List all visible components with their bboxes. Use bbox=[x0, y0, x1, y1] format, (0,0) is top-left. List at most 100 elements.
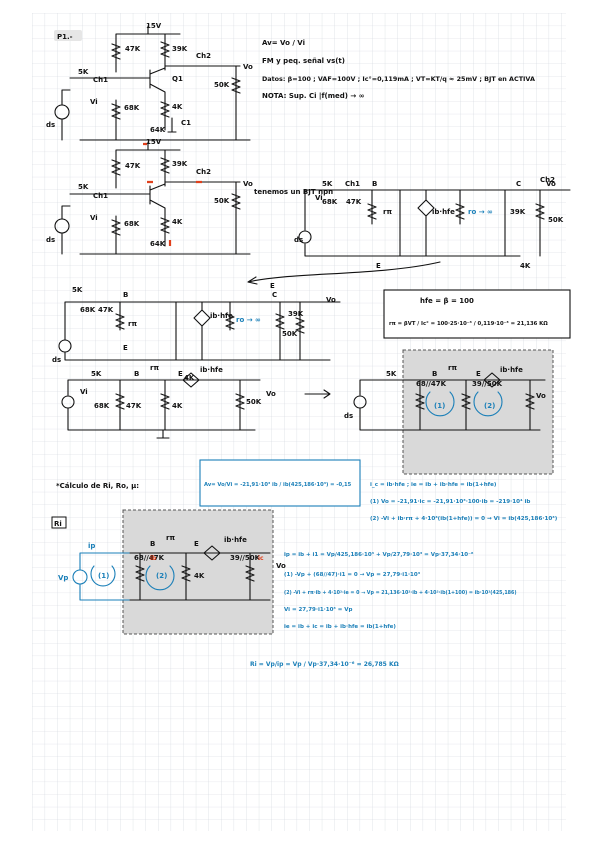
gm-ri: ib·hfe bbox=[224, 536, 247, 544]
label-ch1-2: Ch1 bbox=[93, 192, 108, 200]
r68k-3: 68K bbox=[94, 402, 110, 410]
label-vi-2: Vi bbox=[90, 214, 98, 222]
vo-ri: Vo bbox=[276, 562, 286, 570]
ri-l1: (1) -Vp + (68//47)·i1 = 0 → Vp = 27,79·i… bbox=[284, 571, 421, 578]
r4k-ri: 4K bbox=[194, 572, 205, 580]
label-r50k: 50K bbox=[214, 81, 230, 89]
r5k-h1: 5K bbox=[322, 180, 333, 188]
r47k-h2: 47K bbox=[98, 306, 114, 314]
loop2-4: (2) bbox=[484, 402, 495, 410]
label-vcc-2: 15V bbox=[146, 138, 162, 146]
b-3: B bbox=[134, 370, 139, 378]
r68k-h2: 68K bbox=[80, 306, 96, 314]
eq-currents: i_c = ib·hfe ; ie = ib + ib·hfe = ib(1+h… bbox=[370, 482, 497, 488]
label-source: ds bbox=[46, 121, 55, 129]
rpar-out-ri: 39//50K bbox=[230, 554, 261, 562]
label-ch1: Ch1 bbox=[93, 76, 108, 84]
vo-4: Vo bbox=[536, 392, 546, 400]
node-e-2: E bbox=[123, 344, 128, 352]
e-ri: E bbox=[194, 540, 199, 548]
label-64k: 64K bbox=[150, 126, 166, 134]
label-source-2: ds bbox=[46, 236, 55, 244]
problem-label: P1.- bbox=[57, 33, 73, 41]
arrow bbox=[247, 261, 441, 285]
small-signal-model-2: B C E rπ ib·hfe ro → ∞ 39K 50K Vo 4K 68K… bbox=[52, 282, 341, 382]
r47k-h1: 47K bbox=[346, 198, 362, 206]
label-r5k-2: 5K bbox=[78, 183, 89, 191]
shaded-region-2 bbox=[122, 509, 274, 635]
rpar-in-4: 68//47K bbox=[416, 380, 447, 388]
rpi-4: rπ bbox=[448, 364, 457, 372]
ri-l3: Vi = 27,79·i1·10³ = Vp bbox=[284, 606, 353, 613]
e-3: E bbox=[178, 370, 183, 378]
label-r68k-2: 68K bbox=[124, 220, 140, 228]
loop2-ri: (2) bbox=[156, 572, 167, 580]
calc-label: *Cálculo de Ri, Ro, μ: bbox=[56, 482, 139, 490]
ro-note-1: ro → ∞ bbox=[468, 208, 493, 216]
simplified-model-left: 5K B rπ E ib·hfe 47K 68K 4K 50K Vo Vi bbox=[61, 364, 276, 439]
ri-test-circuit: ip Vp B rπ E ib·hfe 68//47K 39//50K 4K (… bbox=[58, 534, 286, 601]
note-fm: FM y peq. señal vs(t) bbox=[262, 57, 345, 65]
av-expression: Av= Vo/Vi = -21,91·10³ ib / ib(425,186·1… bbox=[204, 482, 352, 488]
vi-h1: Vi bbox=[315, 194, 323, 202]
label-vo-2: Vo bbox=[243, 180, 253, 188]
ch1-h1: Ch1 bbox=[345, 180, 360, 188]
label-r5k: 5K bbox=[78, 68, 89, 76]
ds-h2: ds bbox=[52, 356, 61, 364]
ch2-h1: Ch2 bbox=[540, 176, 555, 184]
eq-loop1: (1) Vo = -21,91·ic = -21,91·10³·100·ib =… bbox=[370, 498, 530, 505]
r50k-h2: 50K bbox=[282, 330, 298, 338]
gm-3: ib·hfe bbox=[200, 366, 223, 374]
e-4: E bbox=[476, 370, 481, 378]
rpi-3: rπ bbox=[150, 364, 159, 372]
rpar-in-ri: 68//47K bbox=[134, 554, 165, 562]
b-4: B bbox=[432, 370, 437, 378]
rpi-ri: rπ bbox=[166, 534, 175, 542]
label-r68k: 68K bbox=[124, 104, 140, 112]
label-c1: C1 bbox=[181, 119, 191, 127]
label-64k-2: 64K bbox=[150, 240, 166, 248]
rpi-line: rπ = βVT / Ic° = 100·25·10⁻³ / 0,119·10⁻… bbox=[389, 320, 548, 327]
simplified-model-right: 5K B rπ E ib·hfe 68//47K 39//50K (1) (2)… bbox=[344, 364, 546, 431]
model-note: tenemos un BJT npn bbox=[254, 188, 333, 196]
e-h2b: E bbox=[270, 282, 275, 290]
node-c-1: C bbox=[516, 180, 521, 188]
small-signal-model-1: B C E rπ ib·hfe ro → ∞ 39K 50K 68K 47K V… bbox=[294, 176, 571, 270]
note-nota: NOTA: Sup. Ci |f(med) → ∞ bbox=[262, 92, 365, 101]
av-box bbox=[199, 459, 361, 507]
label-r47k: 47K bbox=[125, 45, 141, 53]
note-av: Av= Vo / Vi bbox=[262, 39, 305, 47]
note-datos: Datos: β=100 ; VAF=100V ; Ic°=0,119mA ; … bbox=[262, 75, 535, 83]
amplifier-circuit-2: 15V 47K 39K 68K 4K 50K 5K Ch2 Ch1 Vi Vo … bbox=[46, 138, 253, 255]
ri-label: Ri bbox=[54, 520, 62, 528]
loop1-4: (1) bbox=[434, 402, 445, 410]
b-ri: B bbox=[150, 540, 155, 548]
label-r39k-2: 39K bbox=[172, 160, 188, 168]
r50k-h1: 50K bbox=[548, 216, 564, 224]
node-b-1: B bbox=[372, 180, 377, 188]
label-r39k: 39K bbox=[172, 45, 188, 53]
ri-l4: ie = ib + ic = ib + ib·hfe = ib(1+hfe) bbox=[284, 624, 396, 630]
label-vo: Vo bbox=[243, 63, 253, 71]
r4k-h1: 4K bbox=[520, 262, 531, 270]
gm-4: ib·hfe bbox=[500, 366, 523, 374]
ib-ri: ib bbox=[150, 555, 157, 562]
label-ch2: Ch2 bbox=[196, 52, 211, 60]
loop1-ri: (1) bbox=[98, 572, 109, 580]
hfe-box bbox=[383, 289, 571, 339]
amplifier-circuit-1: 15V 47K 39K 68K 4K 50K 5K Ch2 Ch1 Q1 Vi … bbox=[46, 22, 253, 141]
ip-label: ip bbox=[88, 542, 95, 550]
r39k-h2: 39K bbox=[288, 310, 304, 318]
node-e-1: E bbox=[376, 262, 381, 270]
r47k-3: 47K bbox=[126, 402, 142, 410]
label-r4k: 4K bbox=[172, 103, 183, 111]
r4k-h2: 4K bbox=[184, 374, 195, 382]
hfe-line: hfe = β = 100 bbox=[420, 297, 474, 305]
ri-ip: ip = ib + i1 = Vp/425,186·10³ + Vp/27,79… bbox=[284, 551, 474, 558]
label-r4k-2: 4K bbox=[172, 218, 183, 226]
gm-2: ib·hfe bbox=[210, 312, 233, 320]
ic-ri: ic bbox=[258, 555, 264, 562]
ds-4: ds bbox=[344, 412, 353, 420]
r39k-h1: 39K bbox=[510, 208, 526, 216]
